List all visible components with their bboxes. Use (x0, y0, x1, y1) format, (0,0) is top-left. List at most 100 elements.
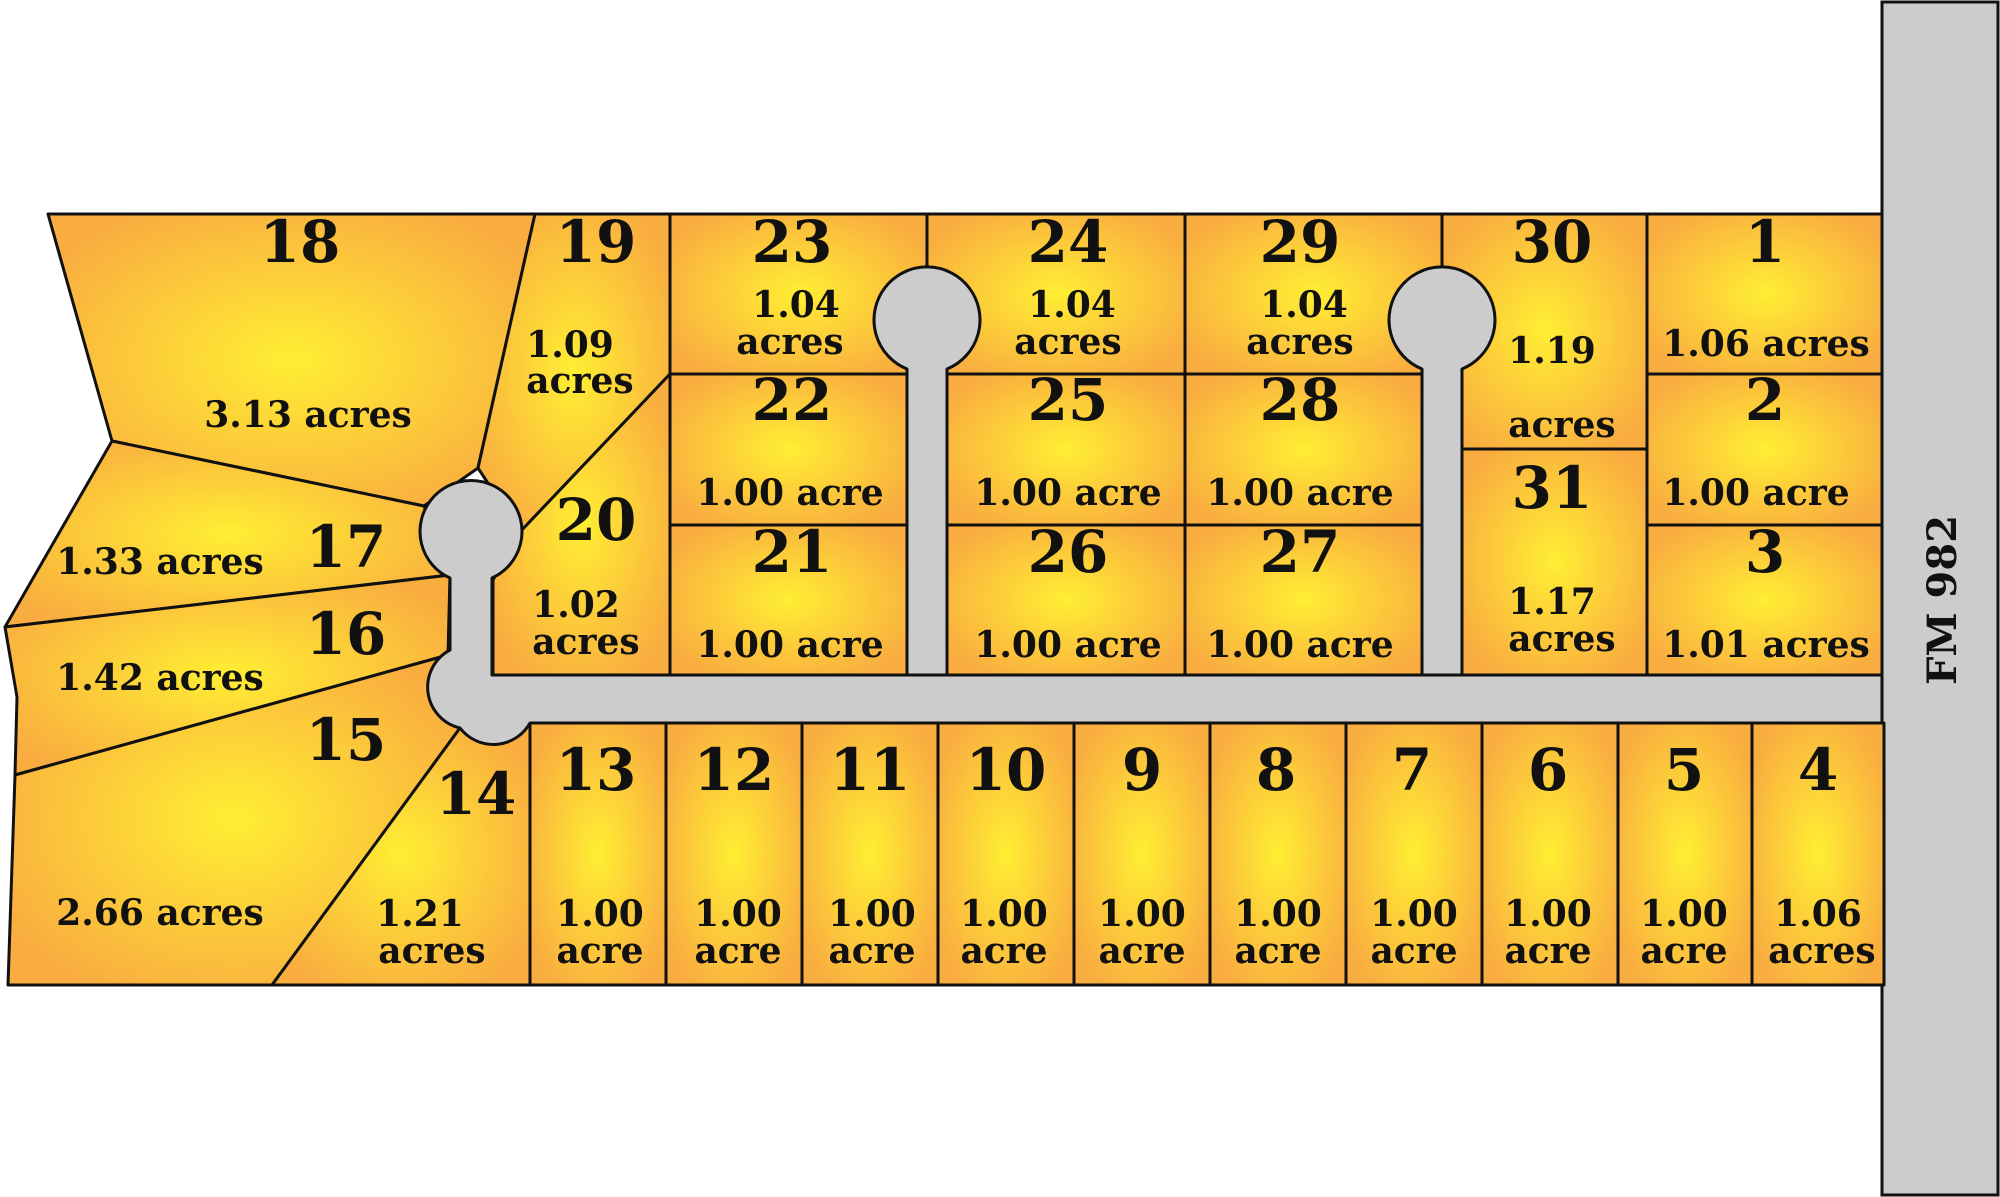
lot-18-number: 18 (260, 208, 341, 276)
lot-29-number: 29 (1260, 208, 1341, 276)
lot-22-area: 1.00 acre (696, 472, 883, 514)
lot-7-number: 7 (1392, 736, 1432, 804)
lot-5-number: 5 (1664, 736, 1704, 804)
labels-layer: 183.13 acres191.09acres231.04acres241.04… (56, 208, 1876, 972)
lot-28-number: 28 (1260, 366, 1341, 434)
lot-28-area: 1.00 acre (1206, 472, 1393, 514)
lot-27-number: 27 (1260, 518, 1341, 586)
lot-8[interactable] (1208, 721, 1348, 987)
lot-5-area: 1.00 (1640, 893, 1728, 935)
lot-20-number: 20 (556, 486, 637, 554)
lot-15-number: 15 (306, 706, 387, 774)
lot-3-area: 1.01 acres (1662, 624, 1870, 666)
lot-6-area: acre (1504, 930, 1591, 972)
lot-8-area: 1.00 (1234, 893, 1322, 935)
lot-29-area: 1.04 (1260, 284, 1348, 326)
lot-11-area: 1.00 (828, 893, 916, 935)
lot-14-number: 14 (436, 760, 517, 828)
lot-12[interactable] (664, 721, 804, 987)
lot-31-area: acres (1508, 618, 1615, 660)
lot-1-number: 1 (1745, 208, 1785, 276)
lot-10-number: 10 (966, 736, 1047, 804)
lot-3[interactable] (1645, 523, 1884, 677)
lot-17-number: 17 (306, 513, 387, 581)
lot-17-area: 1.33 acres (56, 541, 264, 583)
lot-25-area: 1.00 acre (974, 472, 1161, 514)
lot-12-area: 1.00 (694, 893, 782, 935)
lot-1[interactable] (1645, 212, 1884, 376)
lot-27-area: 1.00 acre (1206, 624, 1393, 666)
lot-20-area: 1.02 (532, 584, 620, 626)
cul-de-sac-left[interactable] (872, 265, 982, 677)
roads-layer (418, 265, 1884, 746)
lot-13-area: acre (556, 930, 643, 972)
lot-2-area: 1.00 acre (1662, 472, 1849, 514)
lot-22[interactable] (668, 372, 909, 527)
lot-15-area: 2.66 acres (56, 892, 264, 934)
lot-24-number: 24 (1028, 208, 1109, 276)
lot-20-area: acres (532, 621, 639, 663)
lot-26-number: 26 (1028, 518, 1109, 586)
lot-31-number: 31 (1512, 454, 1593, 522)
lot-19-number: 19 (556, 208, 637, 276)
lot-14-area: acres (378, 930, 485, 972)
lot-9-area: 1.00 (1098, 893, 1186, 935)
lot-30-area: acres (1508, 404, 1615, 446)
lot-8-number: 8 (1256, 736, 1296, 804)
lot-31[interactable] (1460, 447, 1649, 677)
lot-9-number: 9 (1122, 736, 1162, 804)
lot-24-area: 1.04 (1028, 284, 1116, 326)
lot-31-area: 1.17 (1508, 581, 1596, 623)
lot-11-area: acre (828, 930, 915, 972)
lot-1-area: 1.06 acres (1662, 323, 1870, 365)
lot-8-area: acre (1234, 930, 1321, 972)
lot-7-area: 1.00 (1370, 893, 1458, 935)
lot-19-area: acres (526, 360, 633, 402)
lot-13-area: 1.00 (556, 893, 644, 935)
lot-5-area: acre (1640, 930, 1727, 972)
lot-12-number: 12 (694, 736, 775, 804)
lot-21-number: 21 (752, 518, 833, 586)
lot-3-number: 3 (1745, 518, 1785, 586)
lot-22-number: 22 (752, 366, 833, 434)
lot-23-area: acres (736, 321, 843, 363)
lot-25-number: 25 (1028, 366, 1109, 434)
lot-26-area: 1.00 acre (974, 624, 1161, 666)
lot-19-area: 1.09 (526, 324, 614, 366)
lot-28[interactable] (1183, 372, 1424, 527)
lot-9-area: acre (1098, 930, 1185, 972)
lot-13-number: 13 (556, 736, 637, 804)
lot-23-number: 23 (752, 208, 833, 276)
lot-7-area: acre (1370, 930, 1457, 972)
lot-4[interactable] (1750, 721, 1886, 987)
lot-11-number: 11 (830, 736, 911, 804)
highway-fm-982 (1880, 0, 2000, 1197)
lot-14-area: 1.21 (376, 893, 464, 935)
lot-18-area: 3.13 acres (204, 394, 412, 436)
lot-4-area: 1.06 (1774, 893, 1862, 935)
lot-10-area: 1.00 (960, 893, 1048, 935)
lot-2[interactable] (1645, 372, 1884, 527)
lot-6[interactable] (1480, 721, 1620, 987)
lot-24-area: acres (1014, 321, 1121, 363)
lot-29-area: acres (1246, 321, 1353, 363)
highway-label: FM 982 (1919, 515, 1966, 685)
lot-13[interactable] (528, 721, 668, 987)
lot-6-area: 1.00 (1504, 893, 1592, 935)
lot-6-number: 6 (1528, 736, 1568, 804)
lot-4-number: 4 (1798, 736, 1838, 804)
lot-16-area: 1.42 acres (56, 657, 264, 699)
lot-16-number: 16 (306, 600, 387, 668)
main-road[interactable] (418, 479, 1884, 746)
lot-21-area: 1.00 acre (696, 624, 883, 666)
lot-9[interactable] (1072, 721, 1212, 987)
cul-de-sac-right[interactable] (1387, 265, 1497, 677)
lot-23-area: 1.04 (752, 284, 840, 326)
lot-12-area: acre (694, 930, 781, 972)
lot-30-area: 1.19 (1508, 330, 1596, 372)
lot-30-number: 30 (1512, 208, 1593, 276)
lot-4-area: acres (1768, 930, 1875, 972)
lot-2-number: 2 (1745, 366, 1785, 434)
lot-10-area: acre (960, 930, 1047, 972)
